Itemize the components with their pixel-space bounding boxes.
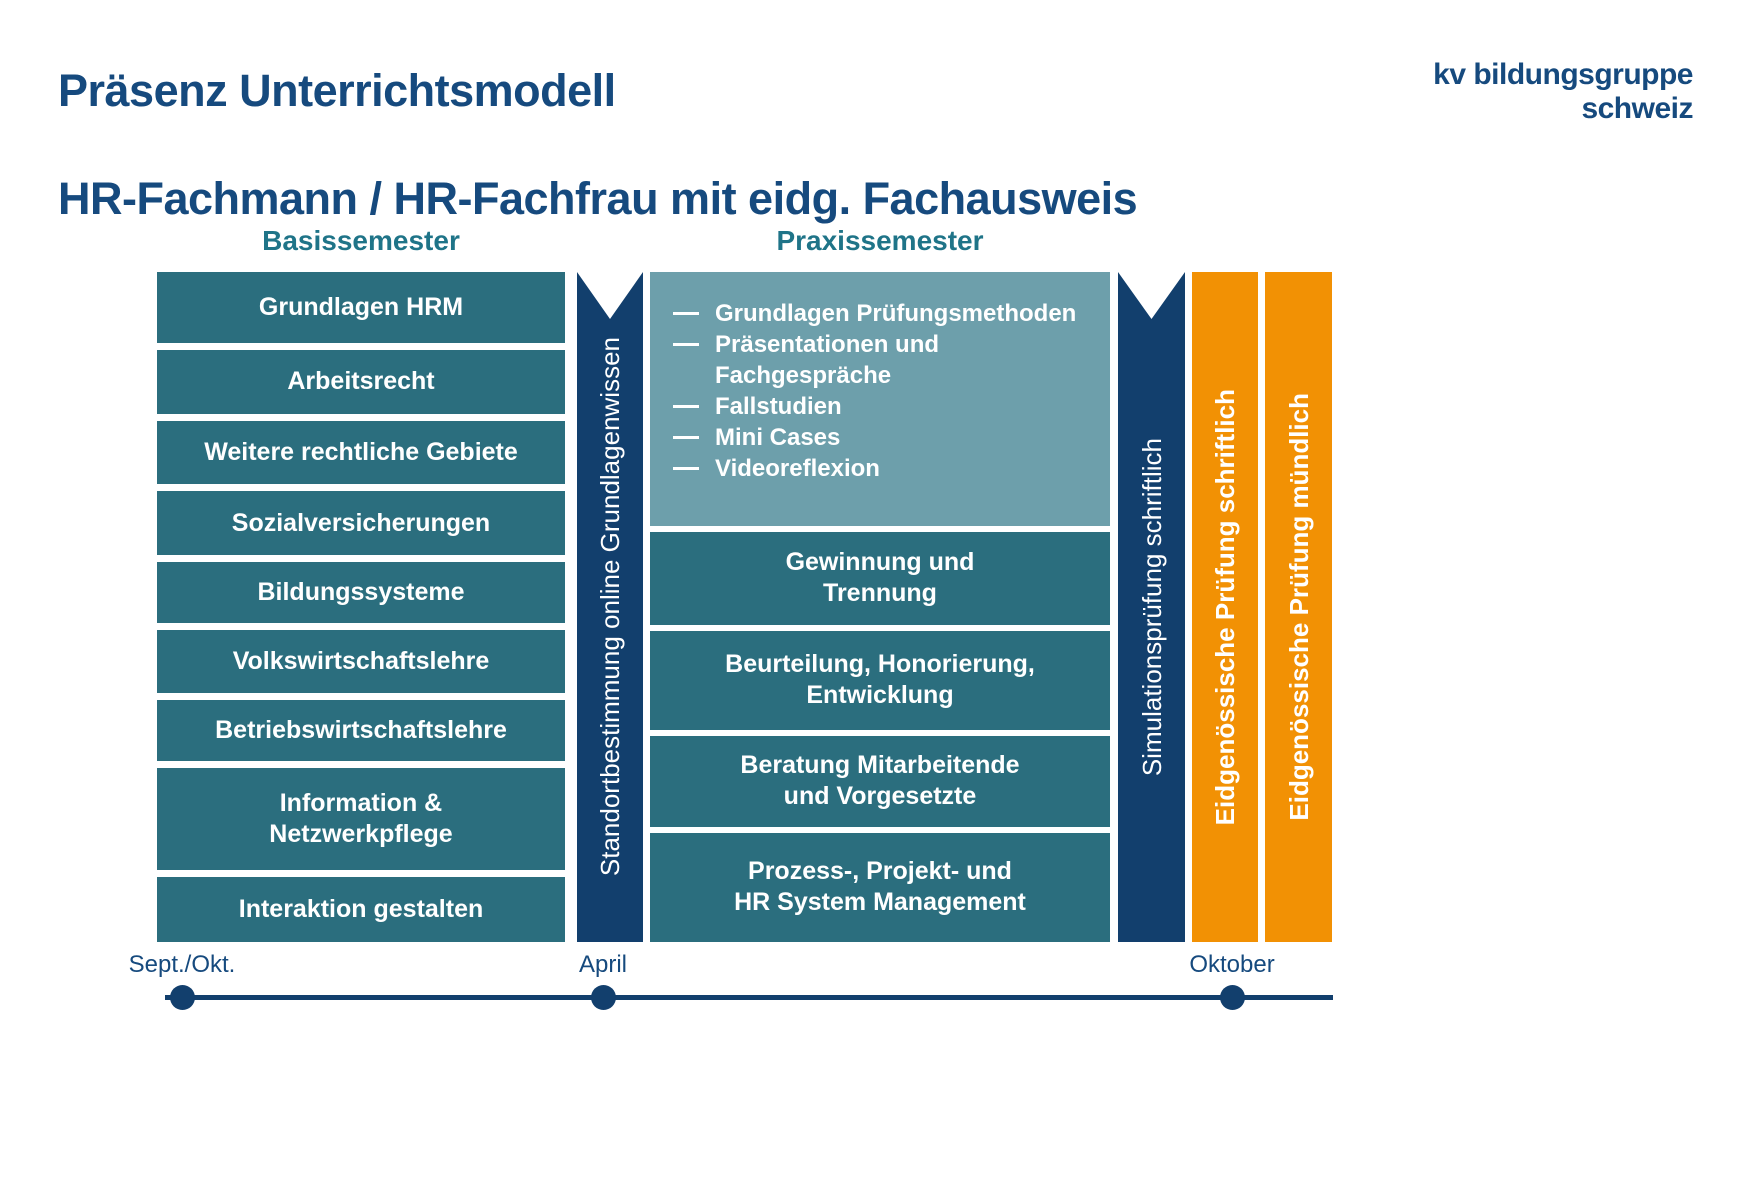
timeline-dot-april: [591, 985, 616, 1010]
methods-list-box: Grundlagen Prüfungsmethoden Präsentation…: [650, 272, 1110, 526]
list-item-label: Mini Cases: [715, 424, 841, 451]
course-box: Bildungssysteme: [157, 562, 565, 623]
list-item: Mini Cases: [673, 422, 1080, 453]
course-box: Gewinnung und Trennung: [650, 531, 1110, 625]
timeline-dot-sept-okt: [170, 985, 195, 1010]
timeline-line: [165, 995, 1333, 1000]
course-box: Information & Netzwerkpflege: [157, 768, 565, 871]
course-box: Volkswirtschaftslehre: [157, 629, 565, 693]
timeline-dot-oktober: [1220, 985, 1245, 1010]
dash-bullet-icon: [673, 436, 699, 439]
timeline-label-oktober: Oktober: [1189, 951, 1275, 978]
basissemester-column: Grundlagen HRM Arbeitsrecht Weitere rech…: [157, 272, 565, 942]
list-item: Videoreflexion: [673, 453, 1080, 484]
dash-bullet-icon: [673, 467, 699, 470]
course-box: Grundlagen HRM: [157, 272, 565, 343]
course-box: Interaktion gestalten: [157, 877, 565, 942]
dash-bullet-icon: [673, 312, 699, 315]
pruefung-muendlich-banner: Eidgenössische Prüfung mündlich: [1265, 272, 1332, 942]
praxissemester-column: Grundlagen Prüfungsmethoden Präsentation…: [650, 272, 1110, 942]
standortbestimmung-banner-label: Standortbestimmung online Grundlagenwiss…: [595, 337, 625, 877]
dash-bullet-icon: [673, 405, 699, 408]
brand-logo-line2: schweiz: [1581, 92, 1693, 125]
praxissemester-header: Praxissemester: [776, 225, 984, 256]
brand-logo-line1: kv bildungsgruppe: [1433, 58, 1693, 91]
timeline-label-sept-okt: Sept./Okt.: [128, 951, 236, 978]
page-title-line1: Präsenz Unterrichtsmodell: [58, 65, 616, 116]
list-item: Fallstudien: [673, 391, 1080, 422]
list-item: Präsentationen und Fachgespräche: [673, 329, 1080, 391]
course-box: Beurteilung, Honorierung, Entwicklung: [650, 630, 1110, 731]
list-item-label: Fallstudien: [715, 393, 842, 420]
basissemester-header: Basissemester: [262, 225, 460, 256]
course-box: Sozialversicherungen: [157, 490, 565, 556]
pruefung-muendlich-banner-label: Eidgenössische Prüfung mündlich: [1283, 393, 1314, 821]
course-box: Weitere rechtliche Gebiete: [157, 421, 565, 484]
standortbestimmung-banner: Standortbestimmung online Grundlagenwiss…: [577, 272, 643, 942]
timeline-label-april: April: [578, 951, 627, 978]
brand-logo: kv bildungsgruppe schweiz: [1433, 58, 1693, 126]
course-box: Prozess-, Projekt- und HR System Managem…: [650, 832, 1110, 942]
page-title: Präsenz Unterrichtsmodell HR-Fachmann / …: [58, 64, 1138, 226]
course-box: Arbeitsrecht: [157, 349, 565, 415]
simulationspruefung-banner-label: Simulationsprüfung schriftlich: [1136, 437, 1167, 777]
list-item: Grundlagen Prüfungsmethoden: [673, 298, 1080, 329]
course-box: Beratung Mitarbeitende und Vorgesetzte: [650, 736, 1110, 827]
pruefung-schriftlich-banner: Eidgenössische Prüfung schriftlich: [1192, 272, 1258, 942]
list-item-label: Grundlagen Prüfungsmethoden: [715, 300, 1077, 327]
course-box: Betriebswirtschaftslehre: [157, 699, 565, 762]
list-item-label: Videoreflexion: [715, 455, 880, 482]
simulationspruefung-banner: Simulationsprüfung schriftlich: [1118, 272, 1185, 942]
pruefung-schriftlich-banner-label: Eidgenössische Prüfung schriftlich: [1210, 388, 1240, 826]
page-title-line2: HR-Fachmann / HR-Fachfrau mit eidg. Fach…: [58, 173, 1138, 224]
dash-bullet-icon: [673, 343, 699, 346]
list-item-label: Präsentationen und Fachgespräche: [715, 331, 940, 389]
